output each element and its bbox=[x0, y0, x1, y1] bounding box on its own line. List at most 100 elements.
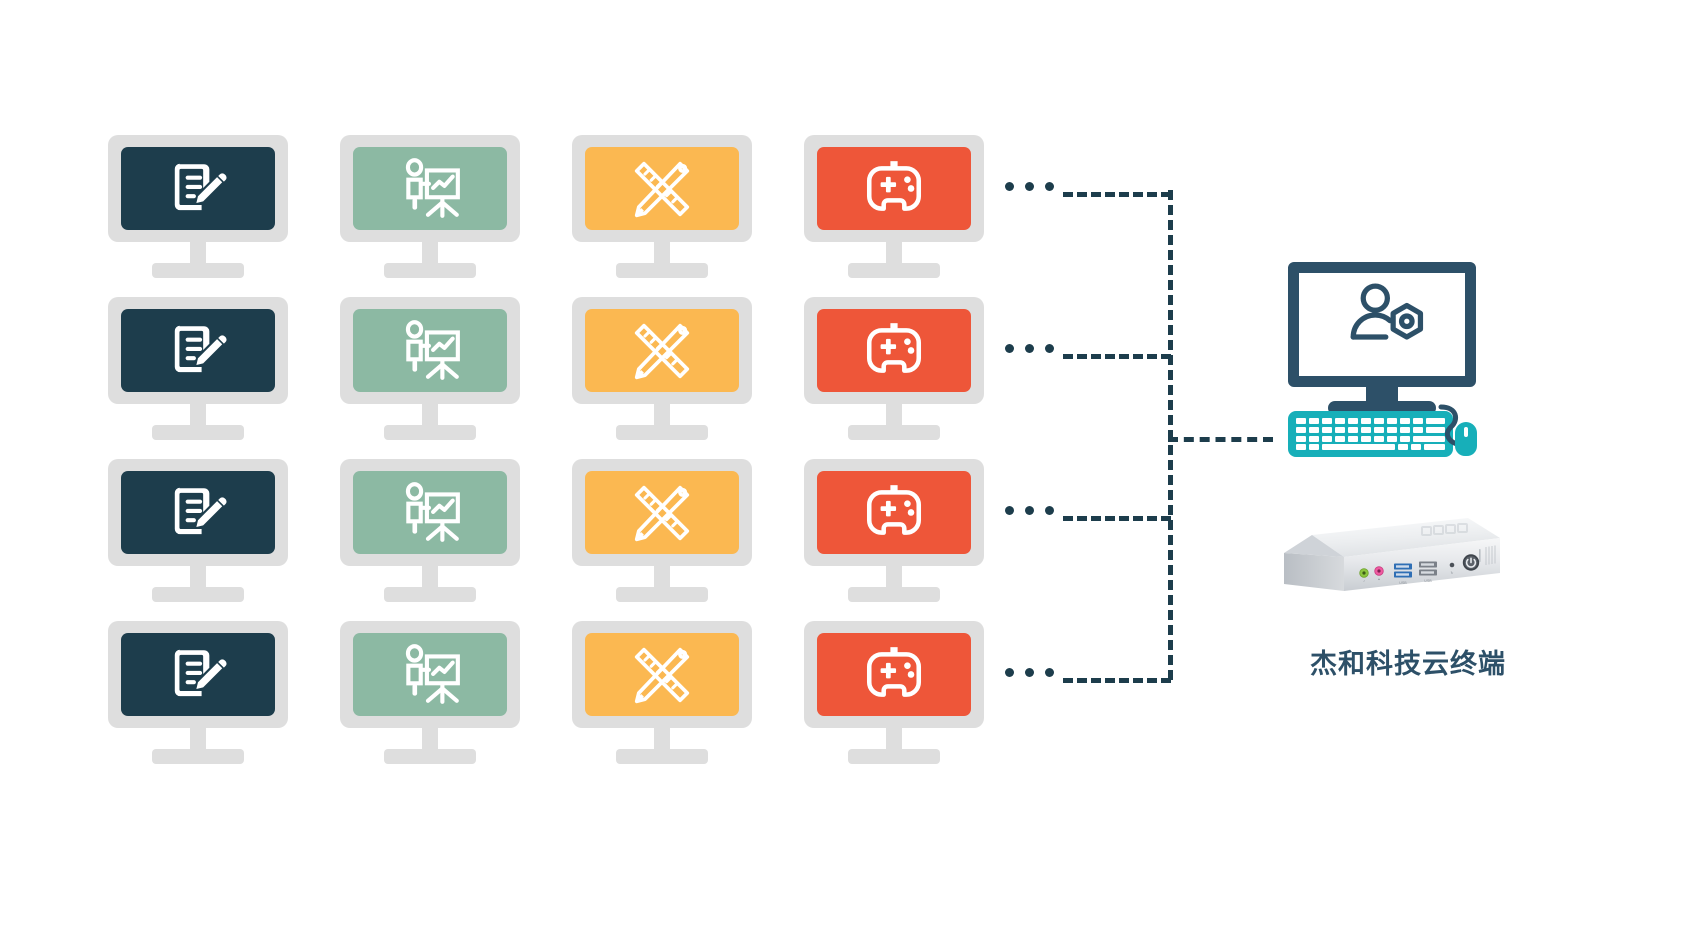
gamepad-icon bbox=[861, 480, 927, 546]
client-monitor[interactable] bbox=[108, 135, 288, 278]
monitor-stand-foot bbox=[616, 263, 708, 278]
monitor-stand-foot bbox=[152, 425, 244, 440]
client-monitor[interactable] bbox=[108, 459, 288, 602]
row-ellipsis bbox=[1005, 344, 1054, 353]
connector-trunk-vertical bbox=[1168, 190, 1173, 680]
monitor-screen bbox=[585, 633, 739, 716]
presenter-easel-icon bbox=[397, 642, 463, 708]
monitor-screen bbox=[585, 147, 739, 230]
gamepad-icon bbox=[861, 642, 927, 708]
monitor-stand-foot bbox=[848, 263, 940, 278]
monitor-stand-foot bbox=[152, 587, 244, 602]
connector-branch-row-2 bbox=[1063, 354, 1171, 359]
pencil-ruler-icon bbox=[629, 642, 695, 708]
ellipsis-dot bbox=[1025, 182, 1034, 191]
client-monitor[interactable] bbox=[804, 297, 984, 440]
monitor-stand-foot bbox=[616, 587, 708, 602]
monitor-stand-foot bbox=[848, 749, 940, 764]
client-monitor[interactable] bbox=[804, 621, 984, 764]
presenter-easel-icon bbox=[397, 156, 463, 222]
device-caption: 杰和科技云终端 bbox=[1310, 649, 1506, 679]
svg-text:↻: ↻ bbox=[1450, 571, 1453, 575]
ellipsis-dot bbox=[1025, 506, 1034, 515]
monitor-stand-neck bbox=[190, 404, 206, 428]
monitor-stand-neck bbox=[654, 242, 670, 266]
client-monitor[interactable] bbox=[804, 135, 984, 278]
monitor-stand-neck bbox=[886, 566, 902, 590]
monitor-stand-foot bbox=[152, 749, 244, 764]
monitor-screen bbox=[353, 471, 507, 554]
ellipsis-dot bbox=[1005, 344, 1014, 353]
monitor-stand-foot bbox=[152, 263, 244, 278]
monitor-screen bbox=[121, 471, 275, 554]
monitor-stand-foot bbox=[848, 425, 940, 440]
document-pencil-icon bbox=[165, 318, 231, 384]
admin-user-gear-icon bbox=[1348, 282, 1432, 350]
monitor-stand-neck bbox=[422, 728, 438, 752]
document-pencil-icon bbox=[165, 642, 231, 708]
monitor-stand-foot bbox=[384, 587, 476, 602]
mouse-scroll-wheel bbox=[1464, 427, 1468, 437]
monitor-stand-neck bbox=[190, 728, 206, 752]
ellipsis-dot bbox=[1005, 668, 1014, 677]
gamepad-icon bbox=[861, 318, 927, 384]
monitor-screen bbox=[121, 633, 275, 716]
client-monitor[interactable] bbox=[340, 459, 520, 602]
monitor-screen bbox=[817, 633, 971, 716]
mouse-icon[interactable] bbox=[1455, 422, 1477, 456]
presenter-easel-icon bbox=[397, 318, 463, 384]
monitor-stand-neck bbox=[886, 404, 902, 428]
monitor-stand-neck bbox=[886, 242, 902, 266]
client-monitor[interactable] bbox=[108, 621, 288, 764]
ellipsis-dot bbox=[1045, 668, 1054, 677]
admin-monitor-neck bbox=[1366, 387, 1398, 405]
monitor-screen bbox=[121, 309, 275, 392]
monitor-screen bbox=[353, 309, 507, 392]
client-monitor[interactable] bbox=[804, 459, 984, 602]
monitor-stand-neck bbox=[190, 242, 206, 266]
mouse-cable bbox=[1438, 404, 1466, 448]
connector-branch-row-1 bbox=[1063, 192, 1171, 197]
connector-branch-row-3 bbox=[1063, 516, 1171, 521]
monitor-screen bbox=[353, 147, 507, 230]
monitor-stand-foot bbox=[616, 425, 708, 440]
client-monitor[interactable] bbox=[572, 621, 752, 764]
row-ellipsis bbox=[1005, 182, 1054, 191]
svg-text:●: ● bbox=[1378, 578, 1380, 582]
client-monitor[interactable] bbox=[572, 459, 752, 602]
ellipsis-dot bbox=[1045, 506, 1054, 515]
monitor-stand-neck bbox=[422, 242, 438, 266]
monitor-stand-foot bbox=[384, 425, 476, 440]
admin-monitor-frame bbox=[1288, 262, 1476, 387]
keyboard-icon[interactable] bbox=[1288, 411, 1453, 457]
monitor-stand-foot bbox=[848, 587, 940, 602]
client-monitor[interactable] bbox=[340, 135, 520, 278]
ellipsis-dot bbox=[1045, 344, 1054, 353]
pencil-ruler-icon bbox=[629, 156, 695, 222]
monitor-screen bbox=[585, 309, 739, 392]
document-pencil-icon bbox=[165, 480, 231, 546]
client-monitor[interactable] bbox=[572, 135, 752, 278]
monitor-stand-neck bbox=[886, 728, 902, 752]
mini-pc-icon[interactable]: ♪ ● USB USB ↻ bbox=[1272, 505, 1504, 615]
admin-monitor bbox=[1288, 262, 1476, 387]
monitor-stand-neck bbox=[422, 404, 438, 428]
client-monitor[interactable] bbox=[572, 297, 752, 440]
svg-text:USB: USB bbox=[1424, 579, 1432, 583]
monitor-stand-foot bbox=[616, 749, 708, 764]
ellipsis-dot bbox=[1025, 344, 1034, 353]
monitor-stand-neck bbox=[654, 728, 670, 752]
monitor-screen bbox=[817, 147, 971, 230]
ellipsis-dot bbox=[1025, 668, 1034, 677]
client-monitor[interactable] bbox=[340, 297, 520, 440]
keyboard-keys bbox=[1296, 418, 1445, 450]
monitor-screen bbox=[585, 471, 739, 554]
client-monitor[interactable] bbox=[340, 621, 520, 764]
monitor-stand-neck bbox=[654, 404, 670, 428]
svg-text:♪: ♪ bbox=[1363, 579, 1365, 583]
row-ellipsis bbox=[1005, 668, 1054, 677]
monitor-screen bbox=[817, 309, 971, 392]
monitor-stand-neck bbox=[422, 566, 438, 590]
client-monitor[interactable] bbox=[108, 297, 288, 440]
